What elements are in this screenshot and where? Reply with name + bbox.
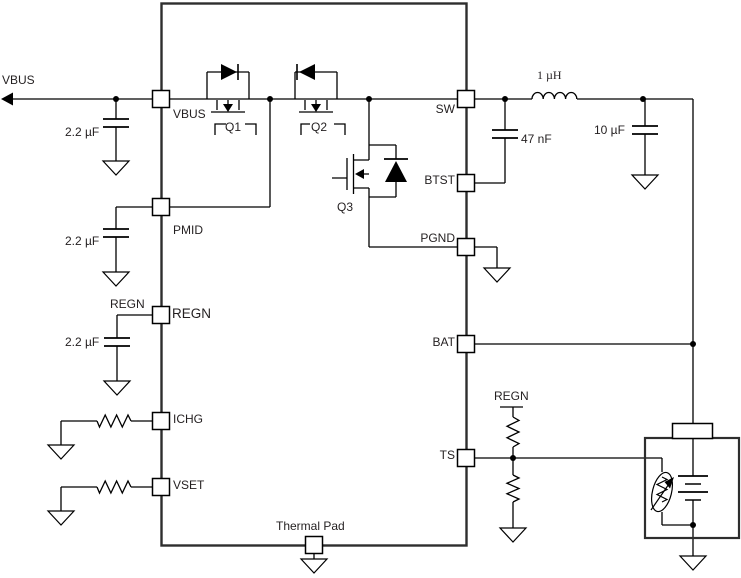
pin-sw	[456, 89, 476, 109]
cap-vbus-value: 2.2 µF	[65, 125, 100, 139]
pin-label-vset: VSET	[173, 478, 205, 492]
junction-dots	[113, 96, 696, 528]
thermistor-icon	[650, 471, 674, 513]
resistor-ts-pulldown	[505, 474, 521, 503]
ground-symbols	[46, 160, 708, 574]
net-label-regn-ts: REGN	[494, 389, 529, 403]
battery-cell-icon	[678, 475, 708, 501]
battery-pack	[643, 422, 741, 540]
pin-vset	[151, 477, 171, 497]
pin-label-pgnd: PGND	[420, 231, 455, 245]
pin-label-regn: REGN	[172, 306, 212, 321]
pin-label-thermal-pad: Thermal Pad	[276, 519, 345, 533]
q2-body-diode-icon	[296, 64, 321, 112]
cap-out-value: 10 µF	[594, 123, 625, 137]
resistor-vset	[96, 479, 132, 495]
pin-ts	[456, 448, 476, 468]
wires	[13, 71, 694, 559]
pin-bat	[456, 334, 476, 354]
pin-vbus	[151, 89, 171, 109]
pin-label-btst: BTST	[424, 173, 455, 187]
cap-pmid-value: 2.2 µF	[65, 234, 100, 248]
pin-label-ts: TS	[439, 448, 455, 462]
q3-body-diode-icon	[355, 158, 408, 182]
net-label-regn-left: REGN	[110, 297, 145, 311]
label-q1: Q1	[225, 120, 242, 134]
pin-label-sw: SW	[435, 102, 455, 116]
vbus-input-arrow-icon	[1, 92, 13, 106]
pin-btst	[456, 173, 476, 193]
pin-label-pmid: PMID	[173, 223, 203, 237]
resistor-ichg	[96, 413, 132, 429]
cap-regn-value: 2.2 µF	[65, 335, 100, 349]
pin-regn	[151, 305, 171, 325]
pin-label-vbus: VBUS	[173, 107, 206, 121]
pin-ichg	[151, 411, 171, 431]
pin-label-bat: BAT	[432, 335, 455, 349]
cap-btst-value: 47 nF	[521, 132, 552, 146]
label-q2: Q2	[311, 120, 328, 134]
pin-thermal-pad	[304, 535, 324, 555]
inductor-value: 1 µH	[537, 68, 562, 82]
net-label-vbus-input: VBUS	[2, 73, 35, 87]
capacitor-plates	[103, 118, 658, 347]
q1-body-diode-icon	[221, 64, 239, 112]
ic-pins	[151, 89, 476, 555]
pin-pmid	[151, 197, 171, 217]
pin-pgnd	[456, 237, 476, 257]
label-q3: Q3	[337, 200, 354, 214]
pin-label-ichg: ICHG	[173, 412, 203, 426]
resistor-ts-pullup	[505, 416, 521, 448]
